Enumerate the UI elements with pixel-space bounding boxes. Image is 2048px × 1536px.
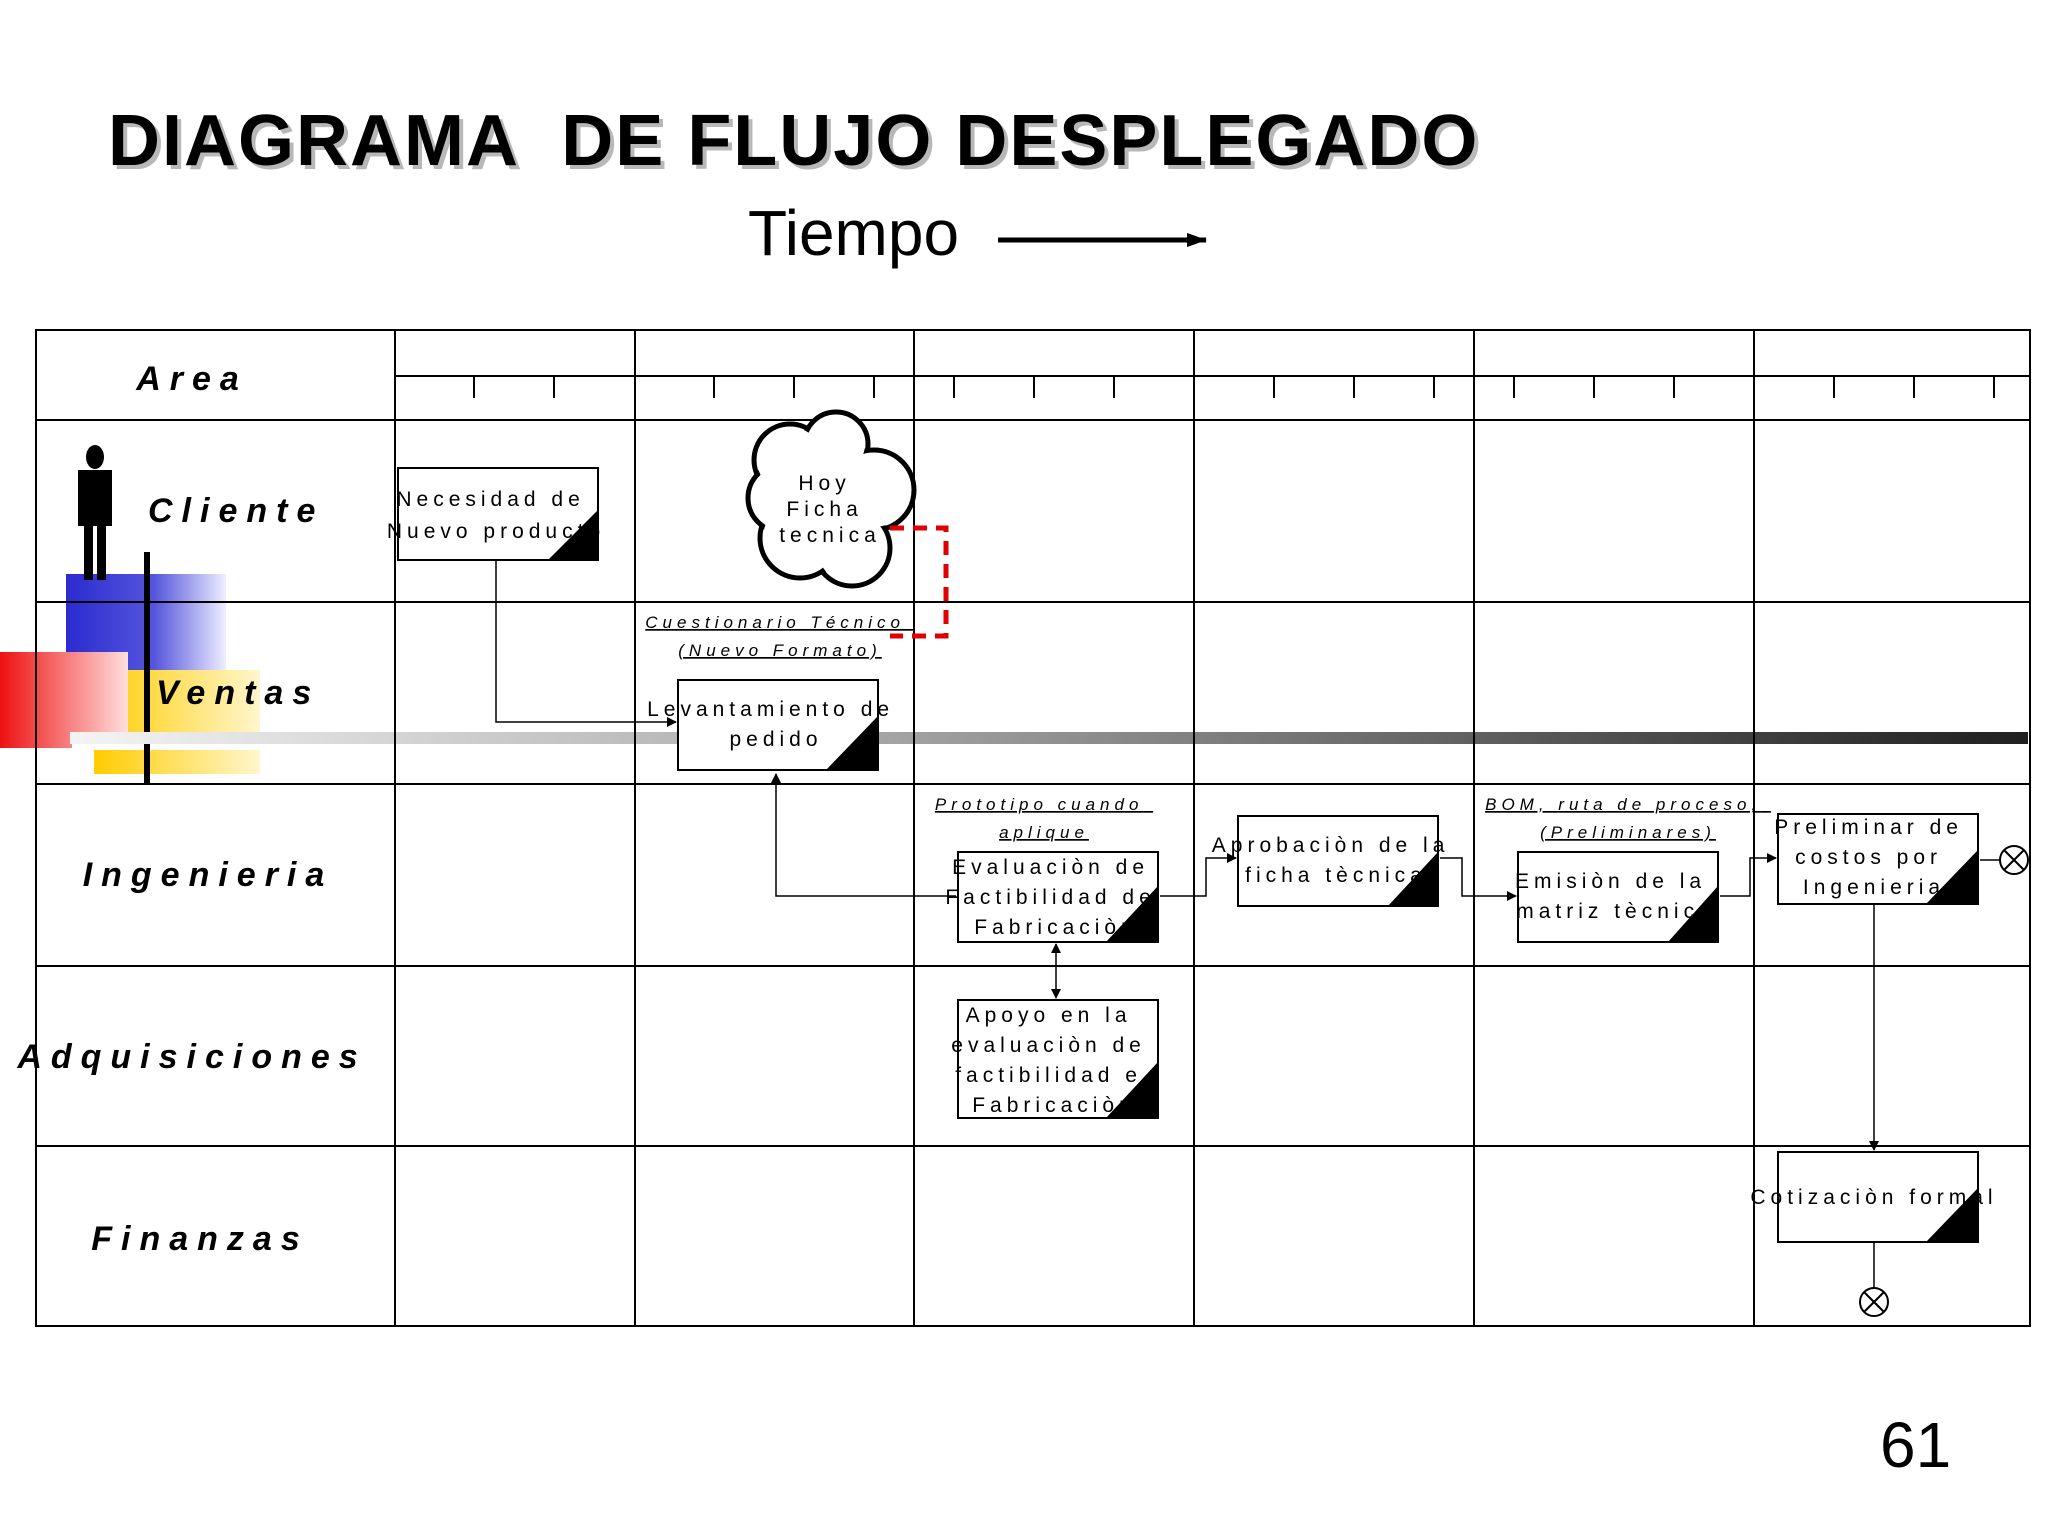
- person-icon: [78, 445, 112, 580]
- cloud-text-line: Ficha: [786, 498, 862, 521]
- decorative-shapes: [0, 552, 262, 784]
- box-text-line: Evaluaciòn de: [952, 856, 1149, 879]
- box-text-line: Nuevo producto: [387, 520, 605, 543]
- svg-text:Levantamiento de pedido: Levantamiento de pedido: [647, 698, 905, 751]
- svg-text:BOM, ruta de proceso, (Pre: BOM, ruta de proceso, (Preliminares): [1485, 795, 1771, 842]
- note-cuestionario: Cuestionario Técnico: [645, 613, 905, 632]
- note-bom: BOM, ruta de proceso,: [1485, 795, 1761, 814]
- end-symbol-icon: [1859, 1287, 1889, 1317]
- note-cuestionario: (Nuevo Formato): [678, 641, 881, 660]
- svg-text:Emisiòn de la matriz tèc: Emisiòn de la matriz tècnica: [1515, 870, 1717, 923]
- svg-text:Evaluaciòn de Factibilid: Evaluaciòn de Factibilidad de Fabricaciò…: [945, 856, 1166, 939]
- lane-adquisiciones-label: Adquisiciones: [16, 1038, 366, 1076]
- gradient-band: [70, 732, 2028, 744]
- box-aprobacion[interactable]: Aprobaciòn de la ficha tècnica: [1212, 815, 1460, 907]
- box-text-line: Aprobaciòn de la: [1212, 834, 1450, 857]
- page-number: 61: [1880, 1409, 1952, 1481]
- box-text-line: Fabricaciòn: [974, 916, 1138, 939]
- svg-text:Cuestionario Técnico (Nuev: Cuestionario Técnico (Nuevo Formato): [645, 613, 914, 660]
- svg-text:Apoyo en la evaluaciòn d: Apoyo en la evaluaciòn de factibilidad e…: [951, 1004, 1156, 1117]
- svg-text:Preliminar de costos por: Preliminar de costos por Ingenieria: [1774, 816, 1974, 899]
- cloud-text-line: Hoy: [798, 472, 850, 495]
- lane-ingenieria-label: Ingenieria: [83, 856, 334, 894]
- diagram-title: DIAGRAMA DE FLUJO DESPLEGADO: [108, 101, 1480, 181]
- box-text-line: Necesidad de: [396, 488, 584, 511]
- box-necesidad[interactable]: Necesidad de Nuevo producto: [387, 467, 605, 561]
- box-cotizacion[interactable]: Cotizaciòn formal: [1750, 1151, 1997, 1243]
- note-prototipo: aplique: [999, 823, 1089, 842]
- svg-text:Necesidad de Nuevo produ: Necesidad de Nuevo producto: [387, 488, 605, 543]
- box-text-line: Emisiòn de la: [1515, 870, 1706, 893]
- box-evaluacion[interactable]: Evaluaciòn de Factibilidad de Fabricaciò…: [945, 851, 1166, 943]
- box-text-line: Preliminar de: [1774, 816, 1963, 839]
- box-text-line: matriz tècnica: [1516, 900, 1716, 923]
- box-text-line: pedido: [729, 728, 822, 751]
- box-text-line: Levantamiento de: [647, 698, 894, 721]
- box-text-line: Cotizaciòn formal: [1750, 1186, 1997, 1209]
- svg-text:Aprobaciòn de la ficha t: Aprobaciòn de la ficha tècnica: [1212, 834, 1460, 887]
- connectors: [495, 560, 2000, 1288]
- box-text-line: Apoyo en la: [966, 1004, 1132, 1027]
- box-text-line: evaluaciòn de: [951, 1034, 1146, 1057]
- box-text-line: factibilidad e: [955, 1064, 1142, 1087]
- box-preliminar[interactable]: Preliminar de costos por Ingenieria: [1774, 813, 1979, 905]
- lane-finanzas-label: Finanzas: [91, 1220, 308, 1258]
- lane-cliente-label: Cliente: [148, 492, 324, 530]
- end-symbol-icon: [1999, 845, 2029, 875]
- swimlane-grid: [35, 329, 2031, 1327]
- svg-text:Prototipo cuando aplique: Prototipo cuando aplique: [935, 795, 1153, 842]
- box-apoyo[interactable]: Apoyo en la evaluaciòn de factibilidad e…: [951, 999, 1159, 1119]
- dashed-connector: [890, 525, 949, 639]
- box-text-line: Factibilidad de: [945, 886, 1155, 909]
- box-text-line: costos por: [1795, 846, 1942, 869]
- box-emision[interactable]: Emisiòn de la matriz tècnica: [1515, 851, 1719, 943]
- svg-text:Cotizaciòn formal: Cotizaciòn formal: [1750, 1186, 1997, 1209]
- svg-text:Hoy Ficha tecnica: Hoy Ficha tecnica: [779, 472, 881, 547]
- box-text-line: ficha tècnica: [1245, 864, 1427, 887]
- box-text-line: Ingenieria: [1803, 876, 1945, 899]
- box-levantamiento[interactable]: Levantamiento de pedido: [647, 679, 905, 771]
- note-prototipo: Prototipo cuando: [935, 795, 1144, 814]
- box-text-line: Fabricaciòn: [972, 1094, 1136, 1117]
- time-label: Tiempo: [748, 197, 960, 269]
- cloud-text-line: tecnica: [779, 524, 881, 547]
- header-area-label: Area: [135, 360, 248, 398]
- note-bom: (Preliminares): [1540, 823, 1716, 842]
- lane-ventas-label: Ventas: [156, 674, 320, 712]
- time-ticks: [473, 376, 1995, 398]
